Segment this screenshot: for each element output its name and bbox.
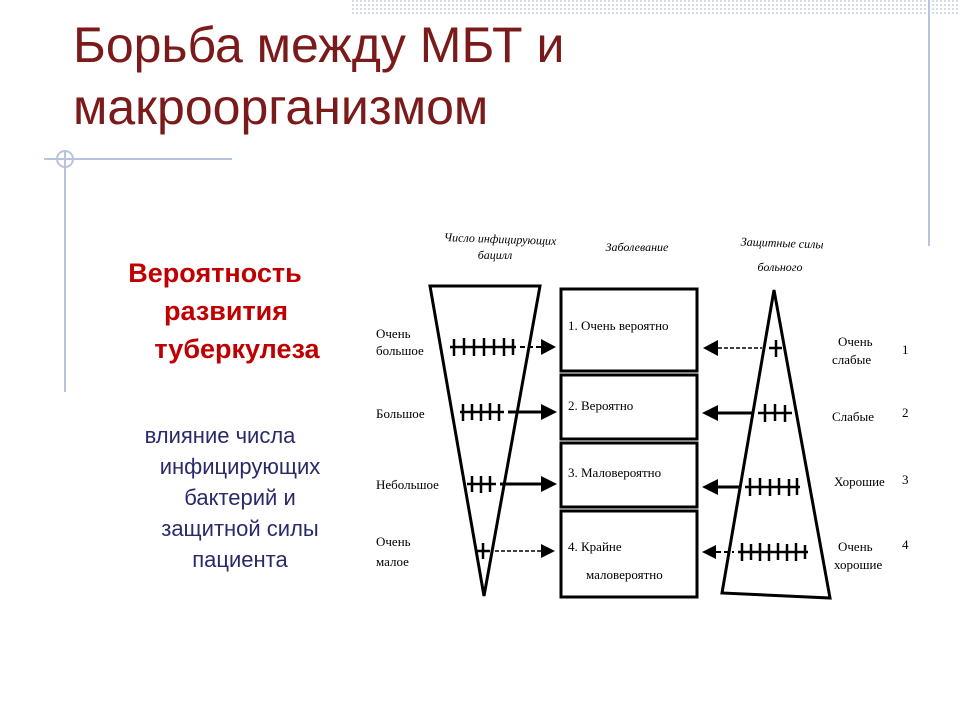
outcome-box-label: 3. Маловероятно <box>568 465 661 480</box>
right-label: слабые <box>832 352 871 367</box>
bacteria-marker-row-1 <box>450 338 516 356</box>
arrow-left-icon <box>702 405 752 421</box>
arrow-right-icon <box>495 544 555 558</box>
right-column-header: больного <box>758 260 803 274</box>
subtitle-line: туберкулеза <box>154 334 320 364</box>
bacteria-marker-row-3 <box>467 476 496 493</box>
subtitle-line: Вероятность <box>128 258 302 288</box>
outcome-box-label: 1. Очень вероятно <box>568 318 669 333</box>
outcome-box-2 <box>559 373 699 441</box>
note-line: влияние числа <box>144 423 296 448</box>
center-column-header: Заболевание <box>606 240 669 254</box>
defense-marker-row-4 <box>738 543 808 561</box>
outcome-box-label: 2. Вероятно <box>568 398 633 413</box>
top-right-pattern <box>350 0 960 14</box>
arrow-left-icon <box>703 340 762 356</box>
outcome-box-4 <box>559 509 699 599</box>
outcome-box-1 <box>559 287 699 373</box>
left-label: Очень <box>376 534 411 549</box>
note-line: бактерий и <box>184 485 296 510</box>
right-label: Очень <box>838 539 873 554</box>
rule-circle-icon <box>56 150 74 168</box>
note-line: пациента <box>192 547 288 572</box>
left-label: малое <box>376 554 409 569</box>
left-label: Очень <box>376 326 411 341</box>
arrow-left-icon <box>702 545 734 559</box>
defense-strength-triangle <box>720 289 832 600</box>
bacteria-count-labels: Очень большое Большое Небольшое Очень ма… <box>376 326 439 569</box>
bacteria-marker-row-4 <box>477 543 490 559</box>
slide-title: Борьба между МБТ и макроорганизмом <box>73 17 565 135</box>
left-column-header: бацилл <box>478 248 513 262</box>
note-line: инфицирующих <box>159 454 321 479</box>
right-label: Слабые <box>832 409 874 424</box>
row-number: 4 <box>902 537 909 552</box>
row-number: 1 <box>902 342 909 357</box>
arrow-right-icon <box>508 404 557 420</box>
bacteria-count-triangle <box>428 284 542 597</box>
right-label: хорошие <box>834 557 882 572</box>
defense-marker-row-1 <box>769 340 782 357</box>
defense-markers <box>738 340 808 561</box>
bacteria-marker-row-2 <box>460 403 504 421</box>
outcome-boxes <box>559 287 699 599</box>
defense-strength-labels: Очень слабые Слабые Хорошие Очень хороши… <box>832 334 885 572</box>
arrow-left-icon <box>702 479 740 495</box>
arrow-right-icon <box>500 476 557 492</box>
tuberculosis-diagram: Число инфицирующих бацилл Заболевание За… <box>376 230 909 600</box>
subtitle-line: развития <box>163 296 289 326</box>
outcome-box-3 <box>559 441 699 509</box>
right-label: Очень <box>838 334 873 349</box>
left-column-header: Число инфицирующих <box>444 230 558 248</box>
subtitle: Вероятность развития туберкулеза <box>80 254 350 368</box>
bacteria-markers <box>450 338 516 559</box>
explanation-note: влияние числа инфицирующих бактерий и за… <box>100 420 360 575</box>
left-arrows <box>495 339 557 558</box>
left-label: Большое <box>376 406 425 421</box>
left-label: большое <box>376 343 424 358</box>
note-line: защитной силы <box>161 516 319 541</box>
right-column-header: Защитные силы <box>741 235 824 252</box>
right-arrows <box>702 340 762 559</box>
defense-marker-row-3 <box>745 478 800 496</box>
left-label: Небольшое <box>376 477 439 492</box>
defense-marker-row-2 <box>758 404 792 422</box>
row-number: 3 <box>902 472 909 487</box>
outcome-box-label: маловероятно <box>586 567 663 582</box>
row-numbers: 1 2 3 4 <box>902 342 909 552</box>
right-label: Хорошие <box>834 474 885 489</box>
row-number: 2 <box>902 405 909 420</box>
outcome-box-label: 4. Крайне <box>568 539 622 554</box>
arrow-right-icon <box>520 339 556 355</box>
outcome-box-labels: 1. Очень вероятно 2. Вероятно 3. Маловер… <box>568 318 669 582</box>
